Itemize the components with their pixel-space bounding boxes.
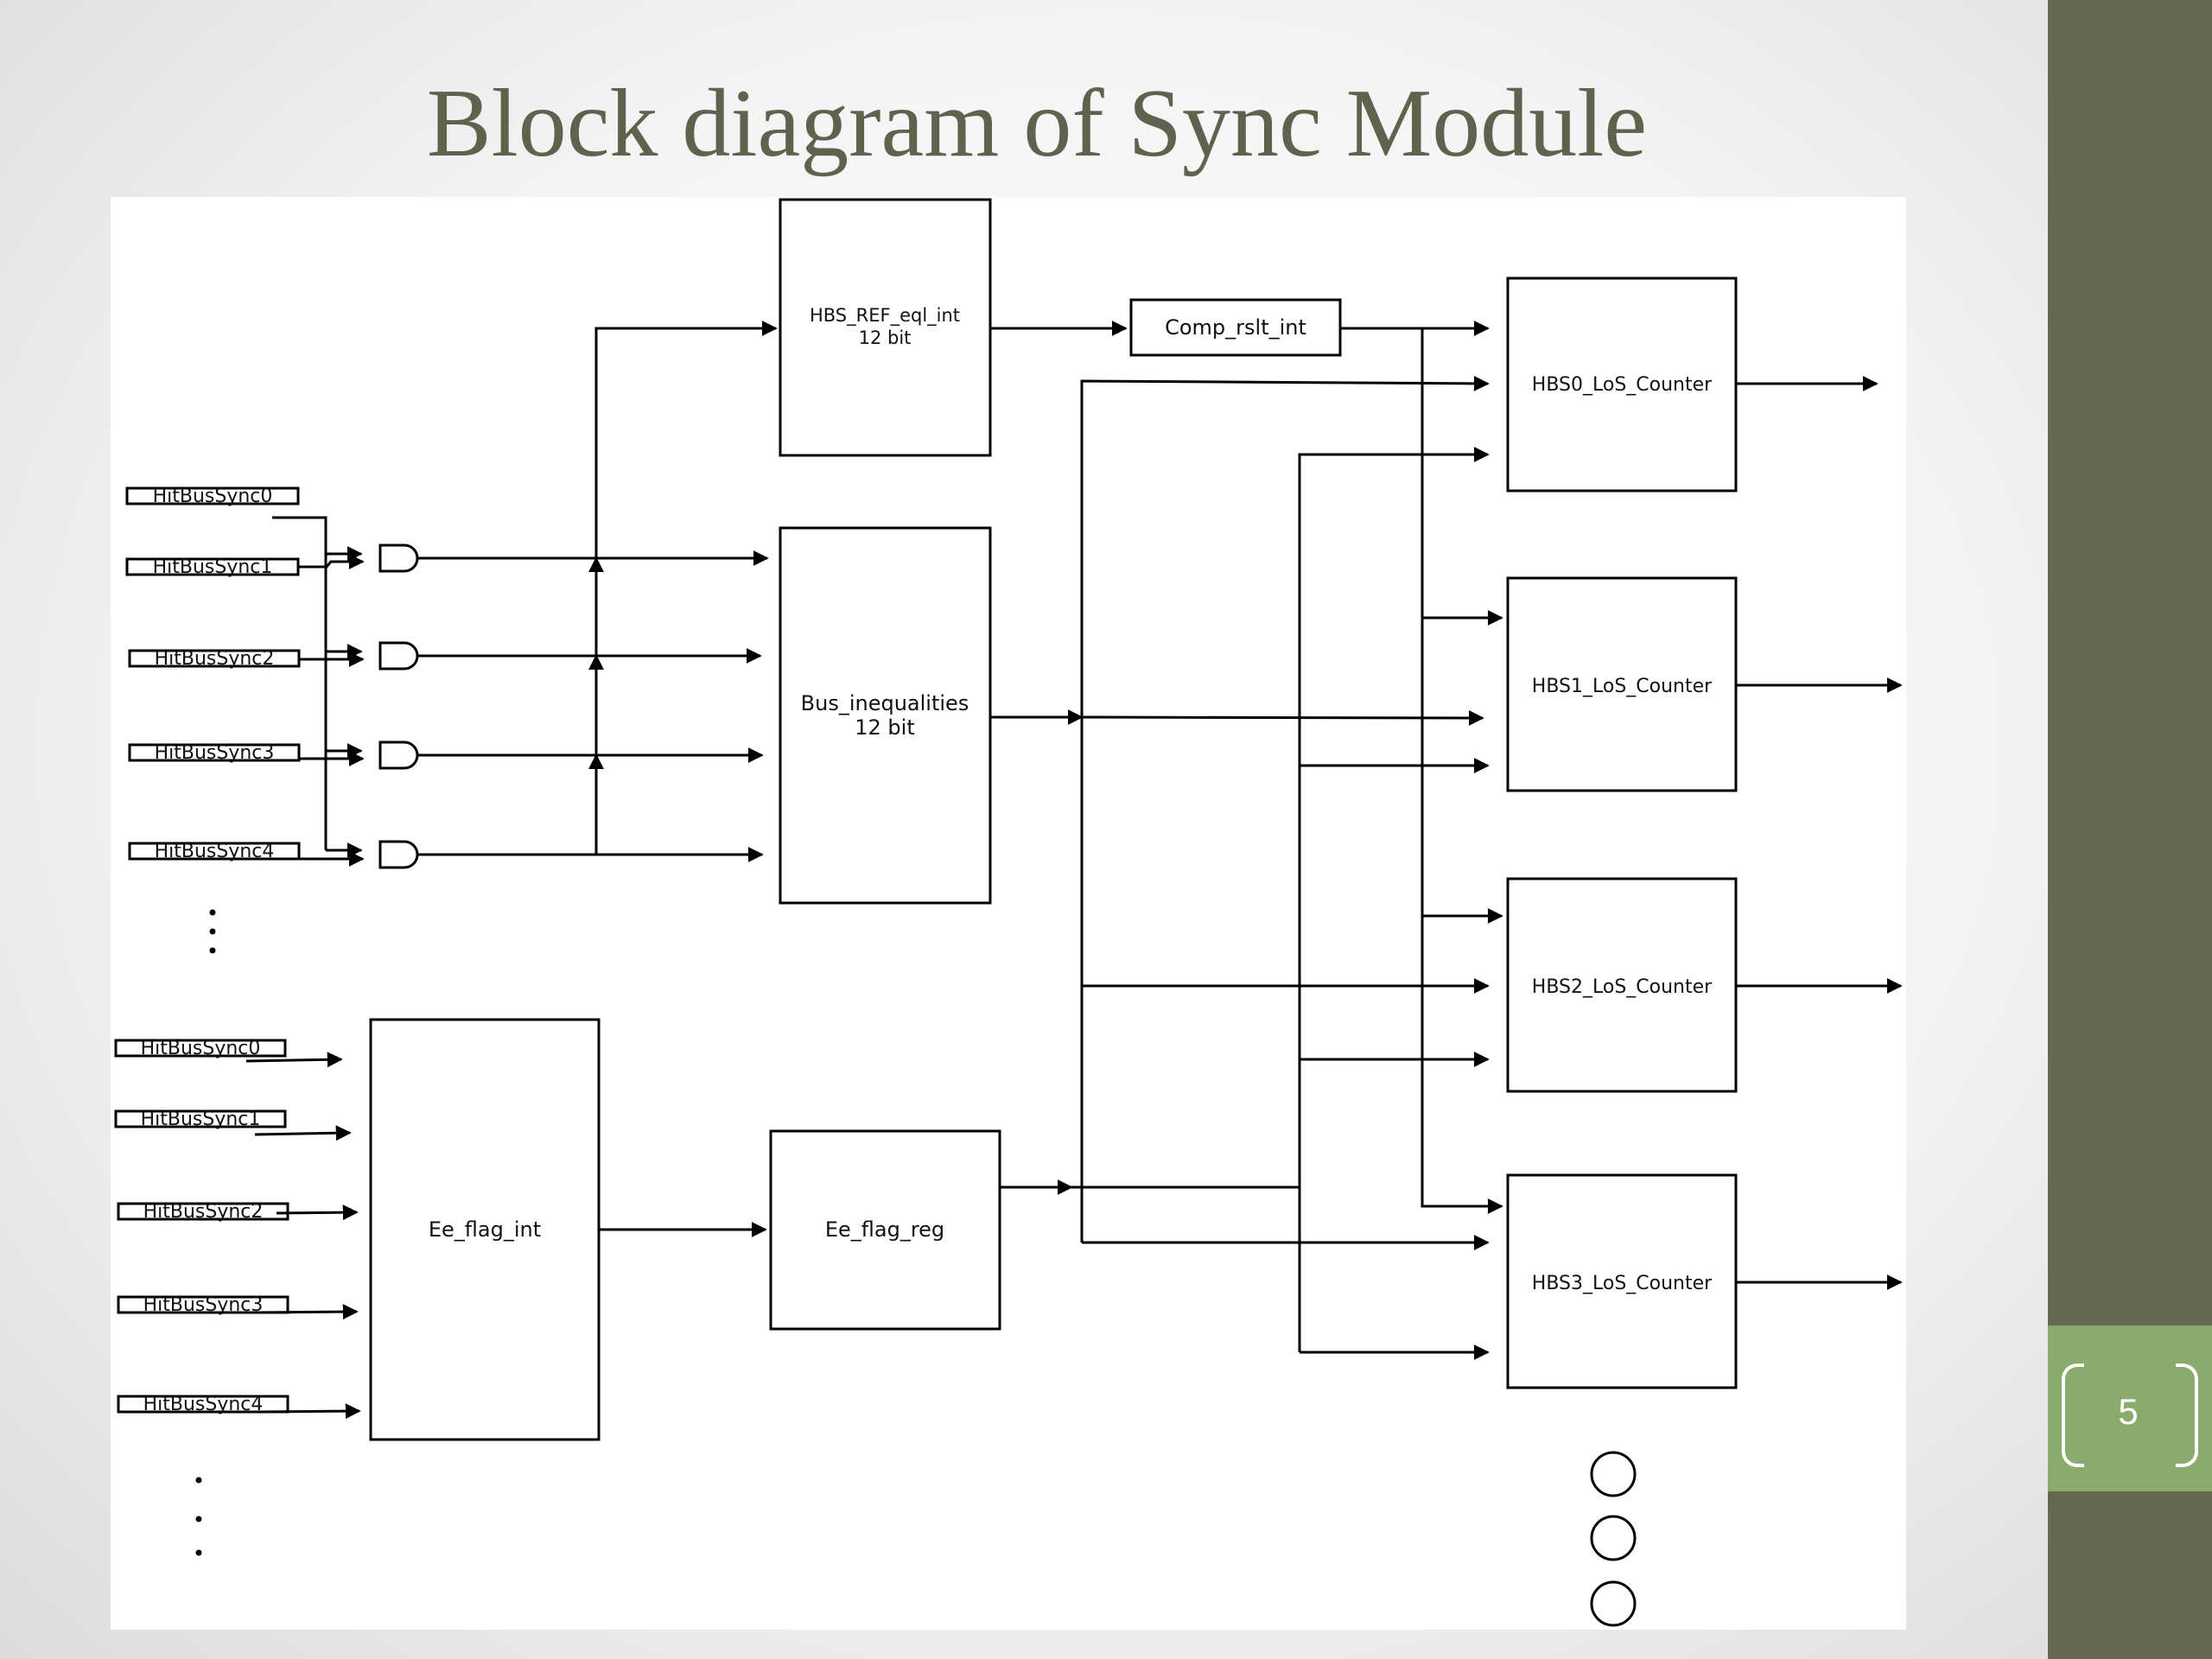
- ee-flag-reg-block: [769, 1129, 1001, 1331]
- input-label-bottom-0: HitBusSync0: [141, 1038, 261, 1059]
- hbs-ref-width-label: 12 bit: [859, 327, 912, 348]
- input-label-top-0: HitBusSync0: [153, 486, 273, 507]
- input-box-top-4: [128, 842, 301, 861]
- input-label-bottom-3: HitBusSync3: [143, 1294, 264, 1316]
- and-gate-2: [378, 741, 419, 770]
- bus-inequalities-label: Bus_inequalities: [801, 691, 969, 715]
- input-box-top-3: [128, 743, 301, 762]
- input-box-bottom-1: [114, 1109, 287, 1128]
- wire-sync0-bus: [272, 516, 327, 850]
- bus-inequalities-width-label: 12 bit: [855, 715, 914, 740]
- ellipsis-dot: [209, 909, 216, 916]
- page-number: 5: [2118, 1391, 2139, 1432]
- input-box-top-0: [125, 486, 300, 505]
- input-label-bottom-2: HitBusSync2: [143, 1201, 264, 1223]
- ee-flag-int-label: Ee_flag_int: [429, 1217, 541, 1242]
- input-box-bottom-3: [117, 1295, 289, 1314]
- input-box-bottom-2: [117, 1202, 289, 1221]
- input-label-top-2: HitBusSync2: [155, 648, 275, 670]
- hbs1-counter-label: HBS1_LoS_Counter: [1532, 676, 1713, 697]
- and-gate-3: [378, 840, 419, 869]
- input-label-bottom-4: HitBusSync4: [143, 1394, 264, 1415]
- ellipsis-circle-3: [1590, 1580, 1637, 1627]
- input-box-bottom-4: [117, 1395, 289, 1414]
- and-gate-0: [378, 543, 419, 573]
- input-label-top-4: HitBusSync4: [155, 841, 275, 862]
- and-gate-1: [378, 641, 419, 671]
- hbs-ref-label: HBS_REF_eql_int: [810, 305, 960, 327]
- hbs3-counter-label: HBS3_LoS_Counter: [1532, 1273, 1713, 1294]
- ellipsis-circle-1: [1590, 1451, 1637, 1497]
- diagram-canvas: [111, 197, 1906, 1630]
- bus-inequalities-block: [779, 526, 992, 905]
- ellipsis-dot: [195, 1516, 202, 1522]
- left-bracket-icon: [2062, 1363, 2084, 1467]
- right-bracket-icon: [2176, 1363, 2198, 1467]
- input-label-top-1: HitBusSync1: [153, 556, 273, 578]
- hbs0-counter-label: HBS0_LoS_Counter: [1532, 374, 1713, 396]
- input-label-top-3: HitBusSync3: [155, 742, 275, 764]
- comp-rslt-label: Comp_rslt_int: [1165, 315, 1306, 340]
- input-box-bottom-0: [114, 1039, 287, 1058]
- ellipsis-circle-2: [1590, 1515, 1637, 1561]
- ellipsis-dot: [209, 947, 216, 954]
- ee-flag-reg-label: Ee_flag_reg: [825, 1217, 944, 1242]
- ellipsis-dot: [195, 1549, 202, 1556]
- ellipsis-dot: [195, 1477, 202, 1484]
- hbs2-counter-label: HBS2_LoS_Counter: [1532, 976, 1713, 998]
- input-label-bottom-1: HitBusSync1: [141, 1109, 261, 1130]
- ellipsis-dot: [209, 928, 216, 935]
- slide-title: Block diagram of Sync Module: [426, 70, 1648, 177]
